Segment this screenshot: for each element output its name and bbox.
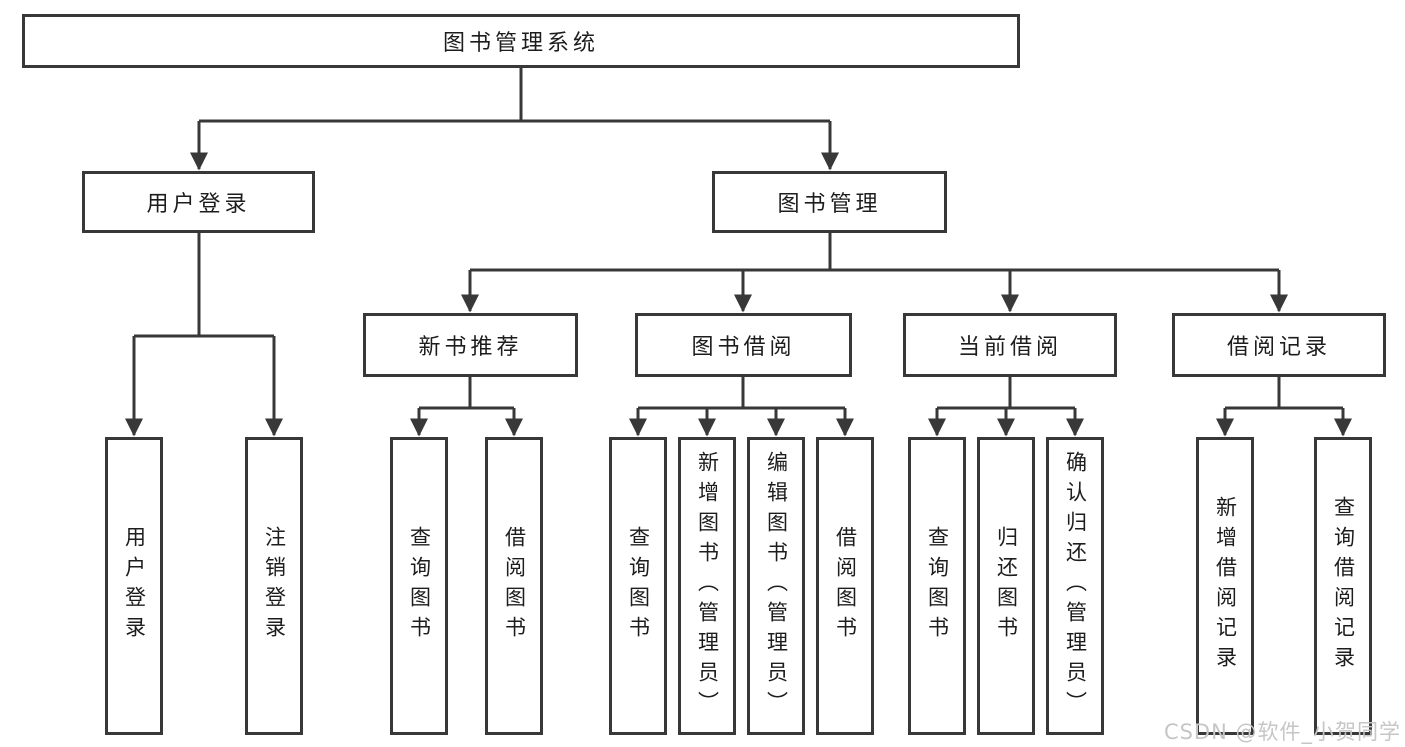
- node-borrow-records: 借阅记录: [1172, 313, 1386, 377]
- leaf-add-borrow-record: 新增借阅记录: [1196, 437, 1254, 735]
- node-book-borrow: 图书借阅: [635, 313, 852, 377]
- leaf-borrow-books: 借阅图书: [816, 437, 874, 735]
- leaf-query-books-current: 查询图书: [908, 437, 966, 735]
- leaf-logout: 注销登录: [245, 437, 303, 735]
- node-new-book-recommend: 新书推荐: [363, 313, 578, 377]
- leaf-query-books-recommend: 查询图书: [390, 437, 448, 735]
- node-user-login: 用户登录: [82, 171, 315, 233]
- leaf-borrow-books-recommend: 借阅图书: [485, 437, 543, 735]
- leaf-return-book: 归还图书: [977, 437, 1035, 735]
- leaf-confirm-return-admin: 确认归还（管理员）: [1046, 437, 1104, 735]
- leaf-query-borrow-record: 查询借阅记录: [1314, 437, 1372, 735]
- leaf-edit-book-admin: 编辑图书（管理员）: [747, 437, 805, 735]
- node-book-management: 图书管理: [712, 171, 947, 233]
- leaf-user-login: 用户登录: [105, 437, 163, 735]
- node-root: 图书管理系统: [22, 14, 1020, 68]
- leaf-query-books-borrow: 查询图书: [609, 437, 667, 735]
- watermark: CSDN @软件_小贺同学: [1163, 720, 1401, 744]
- node-current-borrow: 当前借阅: [903, 313, 1117, 377]
- leaf-add-book-admin: 新增图书（管理员）: [678, 437, 736, 735]
- connector-arrows: [125, 121, 1352, 437]
